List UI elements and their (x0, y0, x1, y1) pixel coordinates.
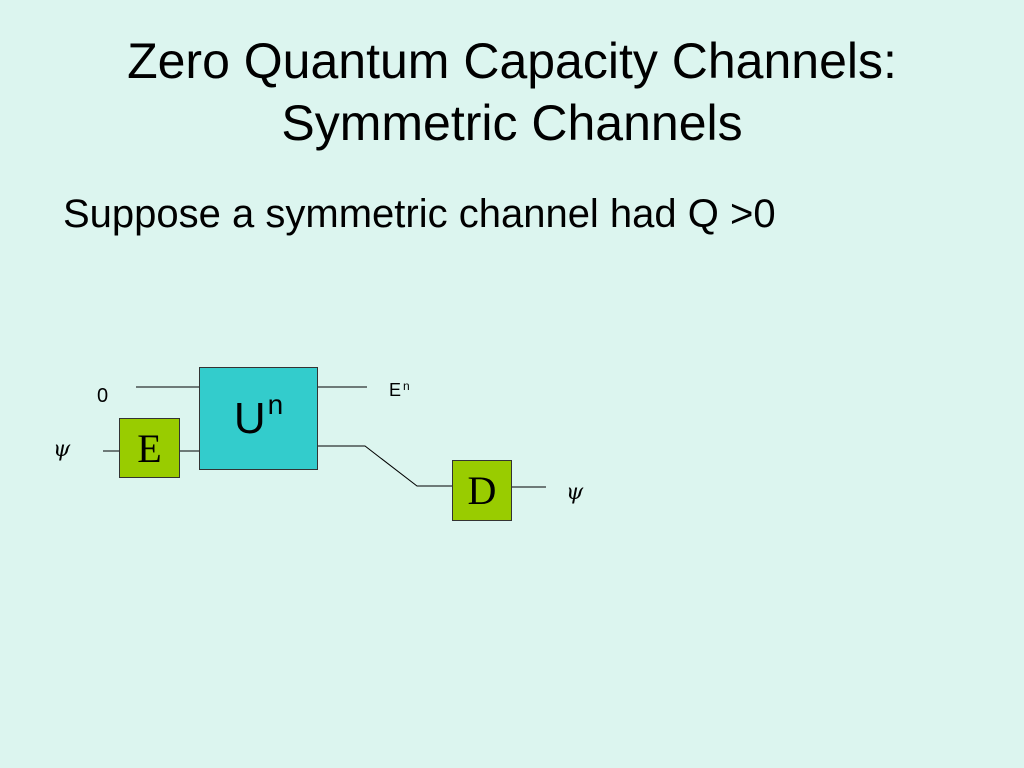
unitary-label: U (233, 393, 266, 443)
psi-output-label: ψ (566, 480, 584, 505)
decoder-label: D (467, 468, 497, 513)
bullet-text: Suppose a symmetric channel had Q >0 (63, 192, 776, 236)
title-line-2: Symmetric Channels (281, 95, 743, 151)
title-line-1: Zero Quantum Capacity Channels: (127, 33, 897, 89)
decoder-box: D (452, 460, 512, 521)
environment-letter: E (389, 380, 402, 400)
slide-title: Zero Quantum Capacity Channels: Symmetri… (0, 30, 1024, 154)
psi-input-label: ψ (53, 437, 71, 462)
zero-input-label: 0 (97, 385, 109, 407)
environment-superscript: n (403, 379, 410, 393)
wire-unitary-to-decoder (318, 445, 452, 487)
encoder-label: E (137, 425, 162, 471)
unitary-superscript: n (267, 388, 284, 420)
encoder-box: E (119, 418, 180, 478)
